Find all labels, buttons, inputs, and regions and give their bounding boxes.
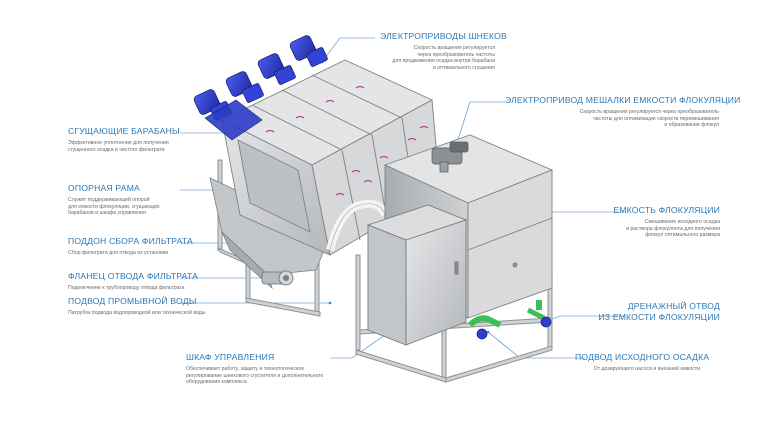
callout-screw-drives: ЭЛЕКТРОПРИВОДЫ ШНЕКОВ Скорость вращения … [380,31,495,71]
motor-icon [257,52,296,85]
callout-cabinet: ШКАФ УПРАВЛЕНИЯ Обеспечивает работу, защ… [186,352,361,386]
callout-desc: Подключение к трубопроводу отвода фильтр… [68,285,218,292]
callout-desc: Обеспечивает работу, защиту и технологич… [186,366,361,386]
callout-title: ШКАФ УПРАВЛЕНИЯ [186,352,361,363]
callout-drums: СГУЩАЮЩИЕ БАРАБАНЫ Эффективное уплотнени… [68,126,180,153]
callout-title: СГУЩАЮЩИЕ БАРАБАНЫ [68,126,180,137]
callout-desc: Сбор фильтрата для отвода из установки [68,250,198,257]
callout-inlet: ПОДВОД ИСХОДНОГО ОСАДКА От дозирующего н… [575,352,700,373]
control-cabinet [368,205,466,345]
callout-title: ПОДВОД ИСХОДНОГО ОСАДКА [575,352,700,363]
callout-drain: ДРЕНАЖНЫЙ ОТВОД ИЗ ЕМКОСТИ ФЛОКУЛЯЦИИ [590,301,720,323]
callout-desc: Скорость вращения регулируется через пре… [505,109,719,129]
callout-title: ПОДДОН СБОРА ФИЛЬТРАТА [68,236,198,247]
leader-screw-drives [322,38,375,62]
callout-desc: Эффективное уплотнение для получения сгу… [68,140,180,153]
callout-title: ДРЕНАЖНЫЙ ОТВОД ИЗ ЕМКОСТИ ФЛОКУЛЯЦИИ [590,301,720,323]
callout-wash: ПОДВОД ПРОМЫВНОЙ ВОДЫ Патрубок подвода в… [68,296,238,317]
callout-tray: ПОДДОН СБОРА ФИЛЬТРАТА Сбор фильтрата дл… [68,236,198,257]
callout-title: ПОДВОД ПРОМЫВНОЙ ВОДЫ [68,296,238,307]
callout-desc: Служит поддерживающей опорой для емкости… [68,197,180,217]
callout-desc: Скорость вращения регулируется через пре… [380,45,495,71]
callout-title: ЭЛЕКТРОПРИВОДЫ ШНЕКОВ [380,31,495,42]
callout-flange: ФЛАНЕЦ ОТВОДА ФИЛЬТРАТА Подключение к тр… [68,271,218,292]
callout-title: ЭЛЕКТРОПРИВОД МЕШАЛКИ ЕМКОСТИ ФЛОКУЛЯЦИИ [505,95,719,106]
callout-title: ЕМКОСТЬ ФЛОКУЛЯЦИИ [595,205,720,216]
callout-desc: Патрубок подвода водопроводной или техни… [68,310,238,317]
callout-desc: От дозирующего насоса и внешней емкости [575,366,700,373]
motor-icon [225,70,264,103]
flange-icon [262,271,293,285]
callout-mixer-drive: ЭЛЕКТРОПРИВОД МЕШАЛКИ ЕМКОСТИ ФЛОКУЛЯЦИИ… [505,95,719,129]
callout-desc: Смешивание исходного осадка и раствора ф… [595,219,720,239]
motor-icon [289,34,328,67]
callout-title: ФЛАНЕЦ ОТВОДА ФИЛЬТРАТА [68,271,218,282]
callout-tank: ЕМКОСТЬ ФЛОКУЛЯЦИИ Смешивание исходного … [595,205,720,239]
callout-frame: ОПОРНАЯ РАМА Служит поддерживающей опоро… [68,183,180,217]
callout-title: ОПОРНАЯ РАМА [68,183,180,194]
